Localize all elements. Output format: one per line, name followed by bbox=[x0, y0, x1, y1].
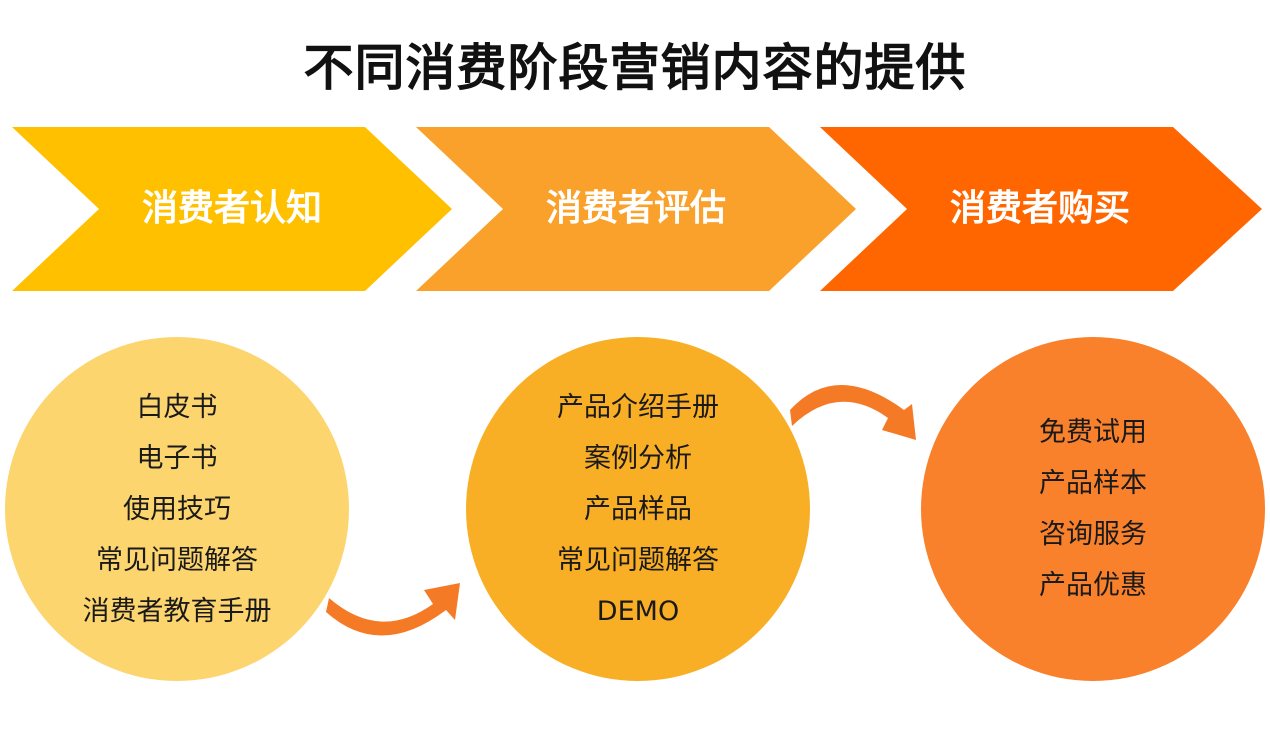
stage-label-purchase: 消费者购买 bbox=[949, 188, 1130, 229]
content-item: 常见问题解答 bbox=[96, 544, 258, 576]
content-item: 产品优惠 bbox=[1039, 570, 1147, 601]
stage-chevron-awareness bbox=[12, 127, 452, 291]
content-item: 咨询服务 bbox=[1039, 519, 1147, 550]
content-item: 案例分析 bbox=[584, 442, 692, 474]
content-item: 消费者教育手册 bbox=[82, 595, 272, 627]
content-item: 产品样品 bbox=[584, 493, 692, 525]
content-item: 白皮书 bbox=[136, 391, 218, 423]
content-item: DEMO bbox=[596, 595, 680, 627]
curved-arrow-2-icon bbox=[790, 385, 916, 440]
curved-arrow-1-icon bbox=[326, 583, 460, 636]
content-item: 产品介绍手册 bbox=[557, 391, 719, 423]
content-item: 电子书 bbox=[136, 442, 218, 474]
stage-label-evaluation: 消费者评估 bbox=[545, 188, 726, 229]
evaluation-content-circle: 产品介绍手册 案例分析 产品样品 常见问题解答 DEMO bbox=[466, 337, 810, 681]
content-item: 免费试用 bbox=[1039, 417, 1147, 448]
stage-label-awareness: 消费者认知 bbox=[141, 188, 322, 229]
content-item: 常见问题解答 bbox=[557, 544, 719, 576]
content-item: 产品样本 bbox=[1039, 468, 1147, 499]
stage-chevron-purchase bbox=[820, 127, 1262, 291]
stage-chevron-evaluation bbox=[416, 127, 856, 291]
purchase-content-circle: 免费试用 产品样本 咨询服务 产品优惠 bbox=[921, 337, 1265, 681]
content-item: 使用技巧 bbox=[123, 493, 231, 525]
awareness-content-circle: 白皮书 电子书 使用技巧 常见问题解答 消费者教育手册 bbox=[5, 337, 349, 681]
page-title: 不同消费阶段营销内容的提供 bbox=[303, 39, 967, 97]
